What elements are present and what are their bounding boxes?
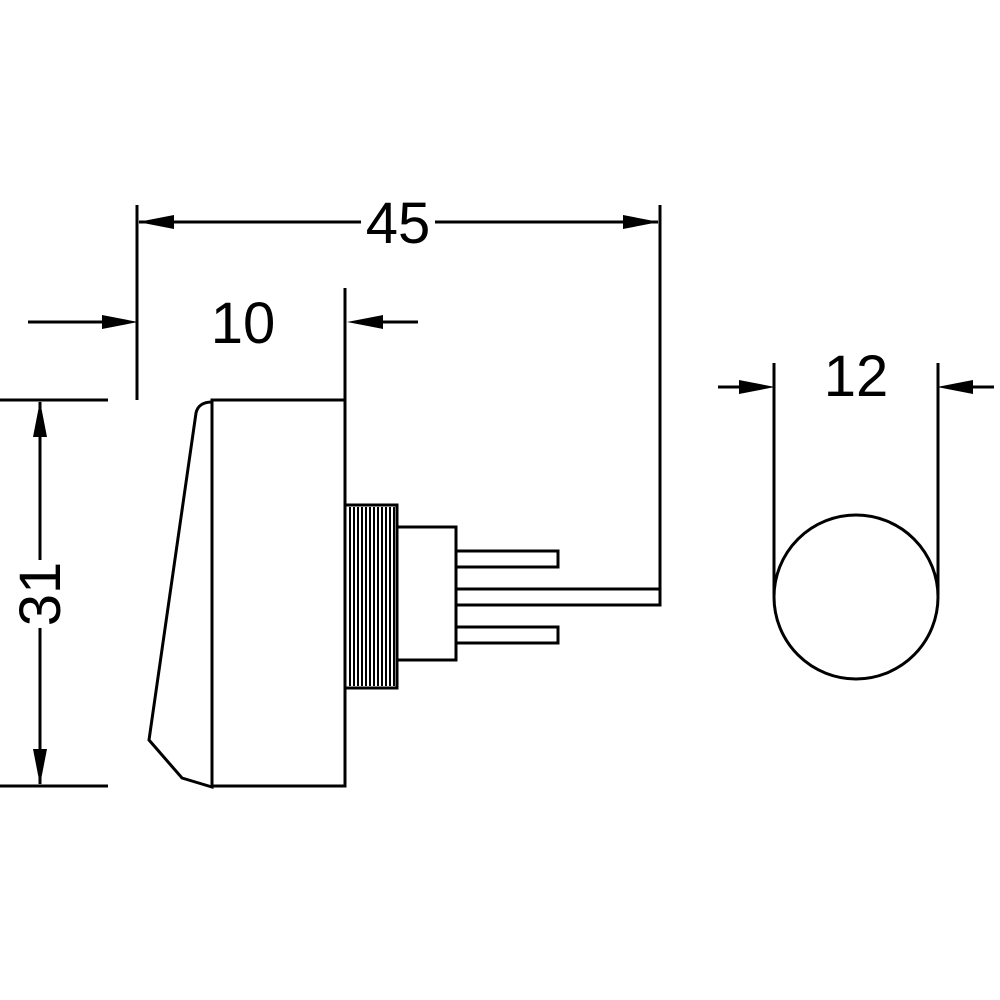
arrowhead-right	[623, 215, 659, 229]
arrowhead-left	[138, 215, 174, 229]
switch-front-view	[772, 513, 940, 681]
dim-label-overall-height: 31	[8, 562, 73, 627]
mounting-circle	[772, 513, 940, 681]
dimension-31: 31	[0, 398, 108, 788]
dim-label-mounting-diameter: 12	[824, 344, 889, 409]
switch-side-view	[147, 398, 662, 790]
arrowhead-left	[102, 315, 138, 329]
rear-housing	[395, 525, 458, 662]
dimension-45: 45	[135, 191, 662, 589]
dimension-10: 10	[28, 288, 418, 400]
arrowhead-bottom	[33, 749, 47, 785]
terminal-bottom	[454, 625, 560, 645]
arrowhead-top	[33, 401, 47, 437]
arrowhead-right	[937, 380, 973, 394]
rocker-actuator	[147, 400, 214, 790]
arrowhead-right	[347, 315, 383, 329]
terminal-top	[454, 549, 560, 569]
switch-body	[210, 398, 347, 788]
arrowhead-left	[739, 380, 775, 394]
dim-label-bezel-depth: 10	[211, 291, 276, 356]
knurl-ribs	[349, 507, 395, 686]
dim-label-overall-depth: 45	[366, 191, 431, 256]
dimension-12: 12	[718, 344, 994, 595]
terminal-middle	[454, 587, 662, 607]
